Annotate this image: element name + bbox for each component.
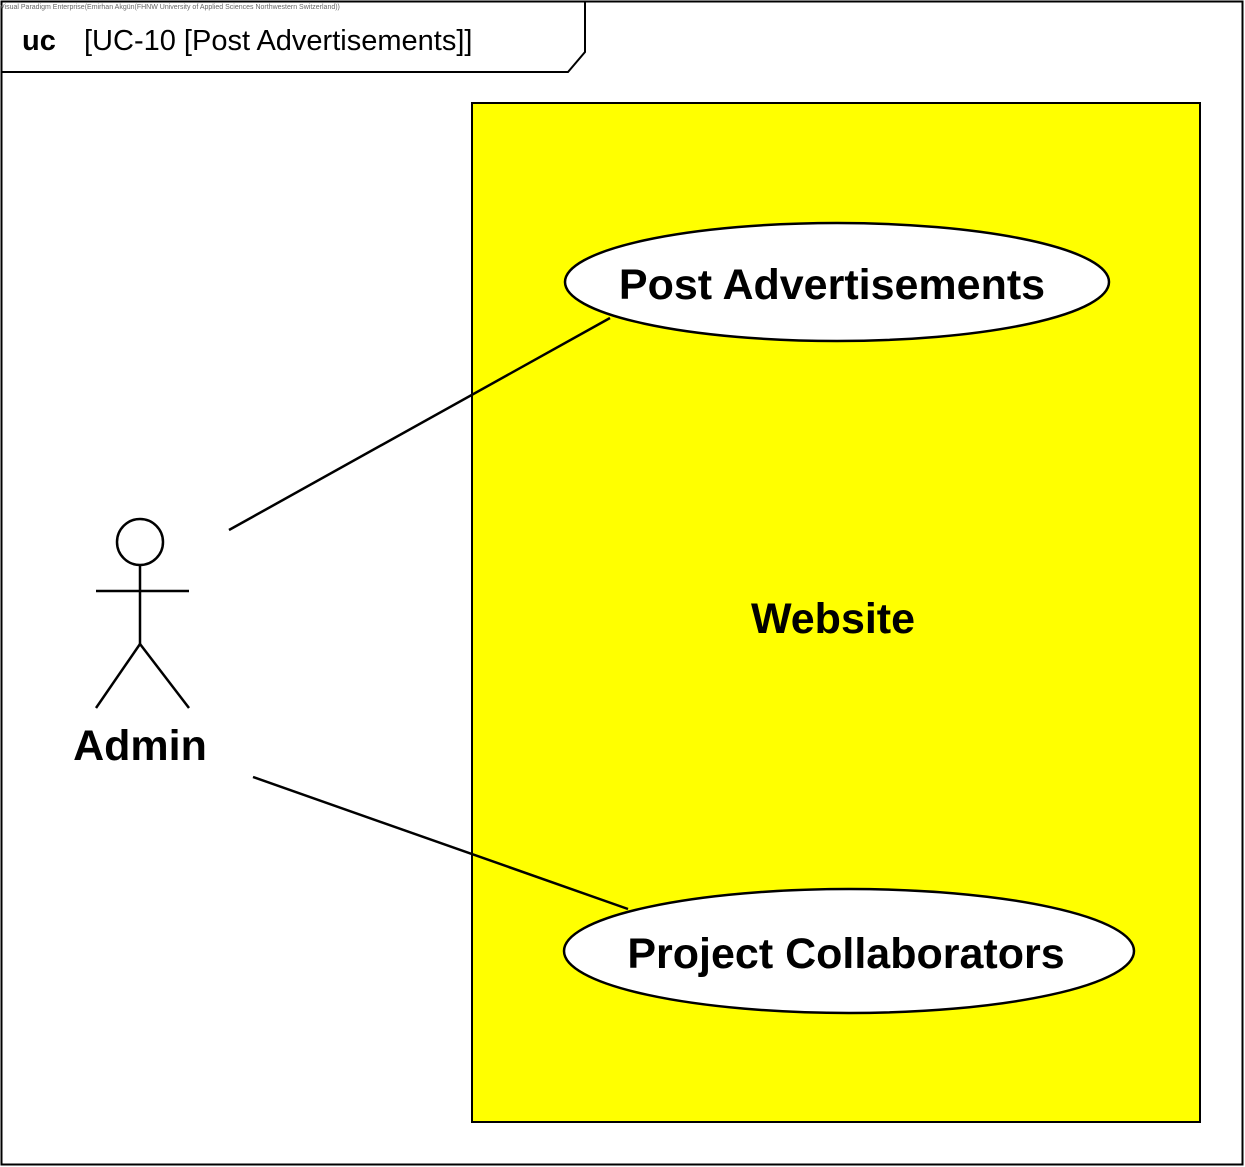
use-case-ellipse[interactable] xyxy=(563,221,1111,343)
actor-name: Admin xyxy=(73,722,207,770)
association-admin-post-advertisements[interactable] xyxy=(228,316,611,532)
system-name: Website xyxy=(751,595,915,643)
use-case-ellipse[interactable] xyxy=(562,887,1136,1015)
watermark-text: Visual Paradigm Enterprise(Emirhan Akgün… xyxy=(0,4,340,11)
actor-admin[interactable]: Admin xyxy=(73,517,207,770)
use-case-project-collaborators[interactable]: Project Collaborators xyxy=(562,887,1136,1015)
frame-name-tab xyxy=(1,1,586,73)
use-case-post-advertisements[interactable]: Post Advertisements xyxy=(563,221,1111,343)
use-case-label: Project Collaborators xyxy=(627,930,1064,978)
frame-title: [UC-10 [Post Advertisements]] xyxy=(84,25,472,57)
use-case-label: Post Advertisements xyxy=(619,261,1045,309)
association-admin-project-collaborators[interactable] xyxy=(252,775,629,911)
stick-figure-icon xyxy=(94,517,190,709)
frame-keyword: uc xyxy=(22,25,56,57)
